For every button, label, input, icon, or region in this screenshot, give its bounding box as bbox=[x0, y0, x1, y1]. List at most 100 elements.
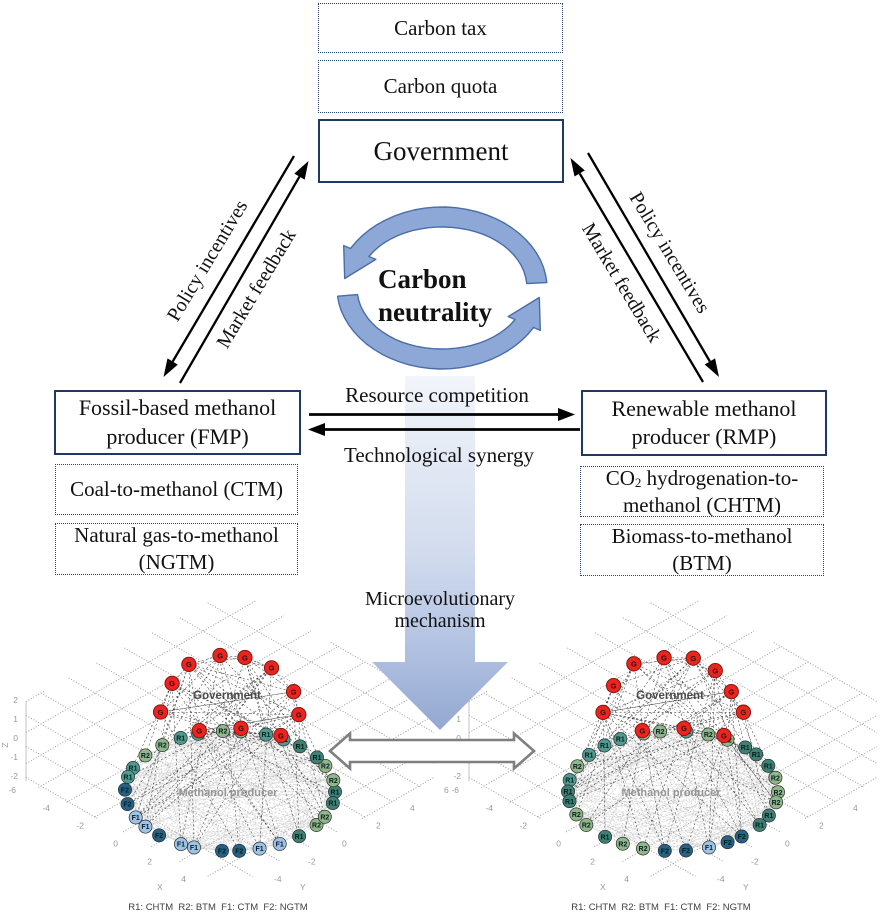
svg-text:-2: -2 bbox=[519, 821, 527, 831]
svg-text:4: 4 bbox=[410, 803, 415, 813]
svg-text:G: G bbox=[242, 653, 248, 662]
svg-text:R1: R1 bbox=[565, 799, 574, 806]
svg-text:6: 6 bbox=[444, 785, 449, 795]
svg-text:R2: R2 bbox=[218, 729, 227, 736]
svg-text:1: 1 bbox=[13, 714, 18, 724]
svg-text:F2: F2 bbox=[218, 848, 226, 855]
svg-text:R1: R1 bbox=[752, 752, 761, 759]
svg-text:R1: R1 bbox=[129, 766, 138, 773]
svg-text:R1: R1 bbox=[124, 774, 133, 781]
svg-text:R2: R2 bbox=[774, 790, 783, 797]
svg-text:R1: R1 bbox=[295, 834, 304, 841]
svg-text:R1: R1 bbox=[262, 732, 271, 739]
svg-text:R2: R2 bbox=[329, 778, 338, 785]
svg-text:F2: F2 bbox=[724, 840, 732, 847]
svg-text:G: G bbox=[690, 654, 696, 663]
svg-text:R2: R2 bbox=[582, 823, 591, 830]
svg-text:G: G bbox=[661, 654, 667, 663]
svg-text:R2: R2 bbox=[656, 729, 665, 736]
svg-text:R2: R2 bbox=[321, 764, 330, 771]
svg-text:G: G bbox=[600, 708, 606, 717]
svg-text:F2: F2 bbox=[121, 787, 129, 794]
svg-text:Methanol producer: Methanol producer bbox=[621, 787, 721, 799]
svg-text:2: 2 bbox=[13, 695, 18, 705]
svg-text:R1: R1 bbox=[565, 778, 574, 785]
svg-text:R1: R1 bbox=[585, 753, 594, 760]
svg-text:4: 4 bbox=[853, 803, 858, 813]
svg-text:F1: F1 bbox=[132, 815, 140, 822]
svg-text:R2: R2 bbox=[618, 841, 627, 848]
svg-text:F1: F1 bbox=[256, 846, 264, 853]
svg-text:0: 0 bbox=[13, 733, 18, 743]
svg-text:R2: R2 bbox=[141, 753, 150, 760]
svg-text:-2: -2 bbox=[76, 821, 84, 831]
svg-text:0: 0 bbox=[456, 733, 461, 743]
svg-text:F2: F2 bbox=[123, 802, 131, 809]
svg-text:R1: R1 bbox=[331, 789, 340, 796]
svg-text:Z: Z bbox=[0, 742, 10, 747]
svg-text:G: G bbox=[169, 679, 175, 688]
svg-text:-6: -6 bbox=[8, 785, 16, 795]
svg-text:G: G bbox=[186, 660, 192, 669]
svg-text:F1: F1 bbox=[276, 842, 284, 849]
svg-text:G: G bbox=[631, 660, 637, 669]
svg-text:R2: R2 bbox=[573, 764, 582, 771]
svg-text:1: 1 bbox=[456, 714, 461, 724]
svg-text:2: 2 bbox=[590, 856, 595, 866]
svg-text:G: G bbox=[639, 726, 645, 735]
svg-text:G: G bbox=[611, 681, 617, 690]
svg-text:-4: -4 bbox=[274, 874, 282, 884]
svg-text:G: G bbox=[291, 688, 297, 697]
svg-text:0: 0 bbox=[342, 839, 347, 849]
svg-text:R2: R2 bbox=[312, 823, 321, 830]
svg-text:F1: F1 bbox=[177, 842, 185, 849]
svg-text:0: 0 bbox=[556, 839, 561, 849]
svg-text:-2: -2 bbox=[308, 856, 316, 866]
svg-text:2: 2 bbox=[147, 856, 152, 866]
svg-text:G: G bbox=[158, 708, 164, 717]
svg-text:-4: -4 bbox=[42, 803, 50, 813]
svg-text:-4: -4 bbox=[717, 874, 725, 884]
svg-text:R2: R2 bbox=[158, 743, 167, 750]
svg-text:R1: R1 bbox=[616, 737, 625, 744]
svg-text:R1: R1 bbox=[601, 834, 610, 841]
svg-text:F2: F2 bbox=[155, 833, 163, 840]
svg-text:G: G bbox=[728, 687, 734, 696]
svg-text:-4: -4 bbox=[485, 803, 493, 813]
svg-text:R1: CHTM R2: BTM F1: CTM F2: R1: CHTM R2: BTM F1: CTM F2: NGTM bbox=[128, 902, 308, 913]
svg-text:R1: R1 bbox=[755, 823, 764, 830]
svg-text:0: 0 bbox=[785, 839, 790, 849]
svg-text:F1: F1 bbox=[141, 824, 149, 831]
svg-text:-2: -2 bbox=[751, 856, 759, 866]
svg-text:G: G bbox=[217, 651, 223, 660]
svg-text:Government: Government bbox=[193, 690, 261, 702]
svg-text:F2: F2 bbox=[235, 848, 243, 855]
svg-text:Y: Y bbox=[743, 882, 749, 892]
svg-text:4: 4 bbox=[624, 874, 629, 884]
svg-text:R1: R1 bbox=[313, 755, 322, 762]
svg-text:R2: R2 bbox=[772, 800, 781, 807]
svg-text:G: G bbox=[740, 708, 746, 717]
svg-text:R1: R1 bbox=[600, 743, 609, 750]
svg-text:Y: Y bbox=[300, 882, 306, 892]
svg-text:R1: R1 bbox=[741, 745, 750, 752]
svg-text:-6: -6 bbox=[451, 785, 459, 795]
svg-text:G: G bbox=[278, 731, 284, 740]
svg-text:F2: F2 bbox=[661, 848, 669, 855]
svg-text:4: 4 bbox=[181, 874, 186, 884]
svg-text:R1: R1 bbox=[328, 801, 337, 808]
svg-text:G: G bbox=[269, 664, 275, 673]
svg-text:R2: R2 bbox=[639, 846, 648, 853]
svg-text:R1: CHTM R2: BTM F1: CTM F2: R1: CHTM R2: BTM F1: CTM F2: NGTM bbox=[571, 902, 751, 913]
svg-text:G: G bbox=[721, 731, 727, 740]
svg-text:F1: F1 bbox=[190, 845, 198, 852]
svg-text:F1: F1 bbox=[705, 845, 713, 852]
svg-text:R1: R1 bbox=[764, 763, 773, 770]
svg-text:R2: R2 bbox=[320, 814, 329, 821]
svg-text:G: G bbox=[296, 710, 302, 719]
svg-text:Methanol producer: Methanol producer bbox=[178, 787, 278, 799]
svg-text:F2: F2 bbox=[738, 834, 746, 841]
svg-text:-1: -1 bbox=[10, 752, 18, 762]
svg-text:G: G bbox=[712, 666, 718, 675]
svg-text:G: G bbox=[196, 726, 202, 735]
